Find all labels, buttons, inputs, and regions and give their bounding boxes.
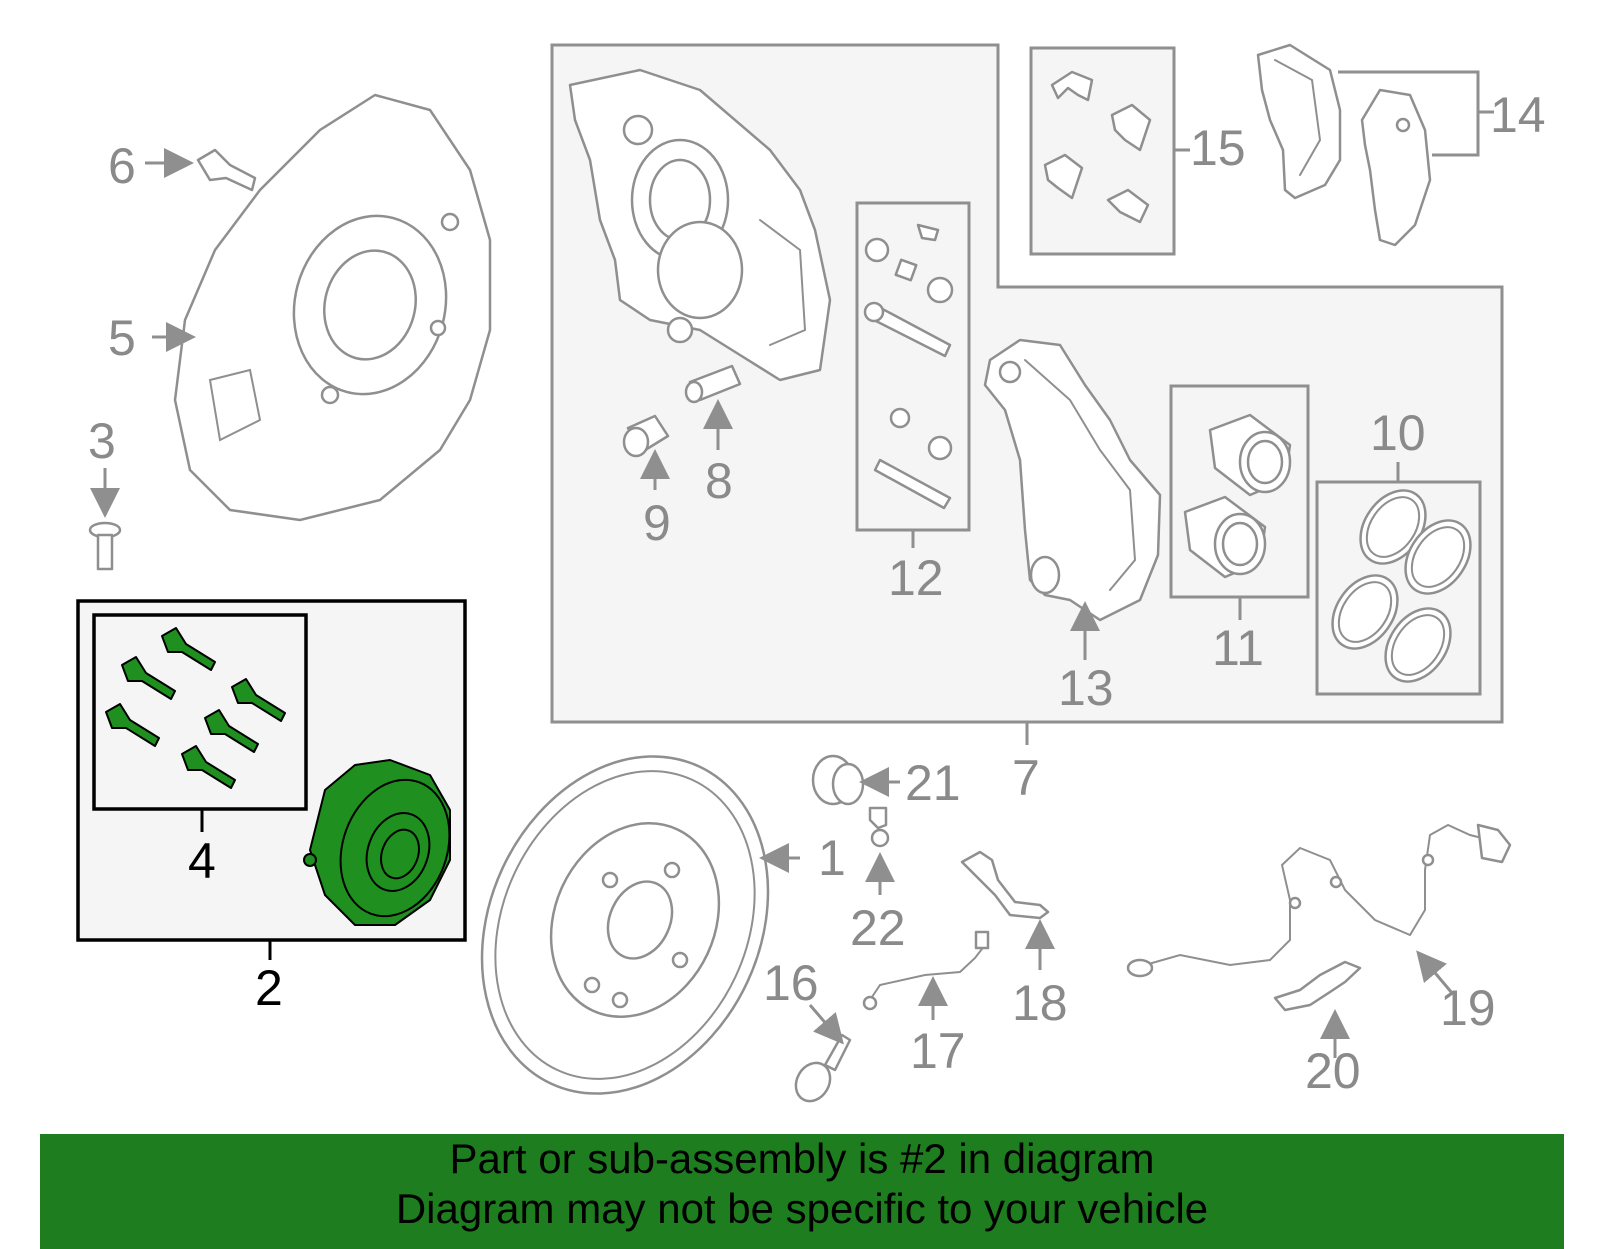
caliper-housing[interactable] bbox=[568, 68, 832, 382]
callout-10: 10 bbox=[1370, 405, 1426, 461]
callout-7: 7 bbox=[1012, 750, 1040, 806]
guide-pin-boot-9[interactable] bbox=[622, 414, 670, 458]
bracket-18[interactable] bbox=[960, 850, 1050, 920]
abs-sensor-19[interactable] bbox=[1126, 823, 1512, 978]
callout-12: 12 bbox=[888, 550, 944, 606]
callout-2: 2 bbox=[255, 960, 283, 1016]
bracket-20[interactable] bbox=[1273, 960, 1362, 1012]
caliper-seals-10[interactable] bbox=[1319, 478, 1484, 694]
pad-clips-15[interactable] bbox=[1043, 70, 1152, 224]
callout-22: 22 bbox=[850, 900, 906, 956]
callout-1: 1 bbox=[818, 830, 846, 886]
callout-13: 13 bbox=[1058, 660, 1114, 716]
dust-shield-5[interactable] bbox=[173, 93, 492, 522]
banner-line-1: Part or sub-assembly is #2 in diagram bbox=[449, 1135, 1155, 1182]
callout-16: 16 bbox=[763, 955, 819, 1011]
callout-18: 18 bbox=[1012, 975, 1068, 1031]
callout-9: 9 bbox=[643, 495, 671, 551]
brake-pads-14[interactable] bbox=[1256, 43, 1432, 247]
plug-21[interactable] bbox=[811, 754, 865, 806]
callout-20: 20 bbox=[1305, 1043, 1361, 1099]
clip-22[interactable] bbox=[868, 806, 890, 848]
brake-hose-17[interactable] bbox=[862, 930, 990, 1011]
wheel-studs-4[interactable] bbox=[105, 627, 286, 789]
caliper-bracket-13[interactable] bbox=[983, 338, 1162, 622]
leader-19 bbox=[1416, 950, 1454, 994]
callout-14: 14 bbox=[1490, 87, 1546, 143]
callout-6: 6 bbox=[108, 138, 136, 194]
bolt-6[interactable] bbox=[196, 148, 257, 192]
wheel-hub-bearing-2[interactable] bbox=[303, 759, 468, 932]
callout-3: 3 bbox=[88, 413, 116, 469]
leader-16 bbox=[808, 1004, 844, 1045]
callout-15: 15 bbox=[1190, 120, 1246, 176]
clip-kit-box-15 bbox=[1029, 46, 1176, 256]
callout-8: 8 bbox=[705, 453, 733, 509]
callout-21: 21 bbox=[905, 755, 961, 811]
callout-4: 4 bbox=[188, 833, 216, 889]
callout-17: 17 bbox=[910, 1023, 966, 1079]
brake-rotor-1[interactable] bbox=[429, 709, 822, 1140]
clip-16[interactable] bbox=[789, 1033, 852, 1107]
bolt-3[interactable] bbox=[88, 521, 122, 571]
callout-5: 5 bbox=[108, 310, 136, 366]
disclaimer-banner: Part or sub-assembly is #2 in diagram Di… bbox=[40, 1134, 1564, 1249]
caliper-pistons-11[interactable] bbox=[1183, 413, 1292, 579]
guide-pin-bushing-8[interactable] bbox=[684, 364, 742, 404]
callout-19: 19 bbox=[1440, 980, 1496, 1036]
bolt-kit-12-parts[interactable] bbox=[863, 223, 954, 510]
callout-11: 11 bbox=[1212, 620, 1264, 676]
banner-line-2: Diagram may not be specific to your vehi… bbox=[395, 1185, 1209, 1232]
